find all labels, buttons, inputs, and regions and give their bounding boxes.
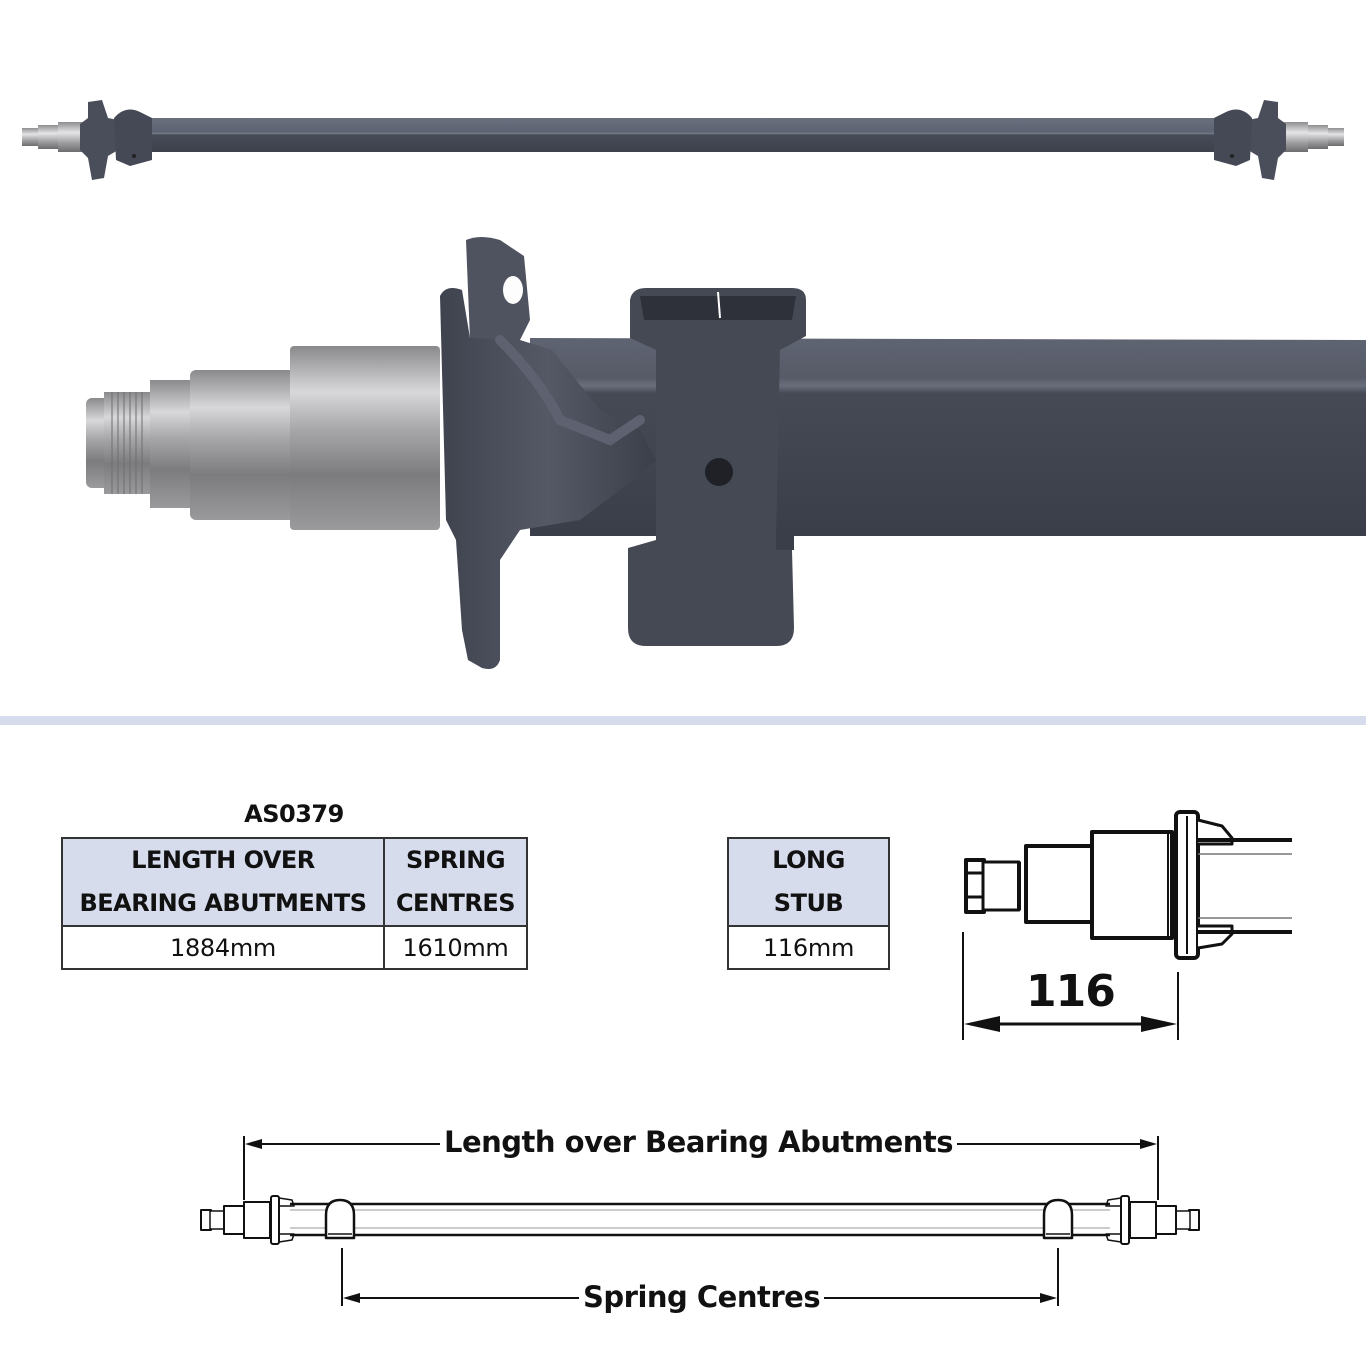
value-spring-centres: 1610mm: [383, 925, 528, 970]
table-row: 1884mm 1610mm: [61, 925, 528, 970]
table-row: 116mm: [727, 925, 890, 970]
header-line: SPRING: [405, 846, 506, 874]
full-axle-photo: [0, 90, 1366, 200]
spring-centres-label: Spring Centres: [579, 1280, 825, 1314]
stub-table: LONG STUB 116mm: [727, 837, 890, 970]
header-long-stub: LONG STUB: [727, 837, 890, 927]
part-code: AS0379: [244, 800, 344, 828]
header-line: CENTRES: [395, 889, 516, 917]
header-line: LENGTH OVER: [131, 846, 315, 874]
stub-axle-closeup-photo: [0, 230, 1366, 690]
header-spring-centres: SPRING CENTRES: [383, 837, 528, 927]
value-length-over-bearing-abutments: 1884mm: [61, 925, 385, 970]
header-line: LONG: [772, 846, 845, 874]
stub-dimension-diagram: [950, 800, 1310, 1050]
spec-table: LENGTH OVER BEARING ABUTMENTS SPRING CEN…: [61, 837, 528, 970]
axle-dimension-diagram: [190, 1120, 1220, 1320]
header-length-over-bearing-abutments: LENGTH OVER BEARING ABUTMENTS: [61, 837, 385, 927]
header-line: BEARING ABUTMENTS: [79, 889, 367, 917]
header-line: STUB: [773, 889, 844, 917]
value-long-stub: 116mm: [727, 925, 890, 970]
section-divider: [0, 716, 1366, 725]
stub-dimension-label: 116: [1026, 966, 1116, 1017]
length-over-bearing-abutments-label: Length over Bearing Abutments: [440, 1125, 958, 1159]
